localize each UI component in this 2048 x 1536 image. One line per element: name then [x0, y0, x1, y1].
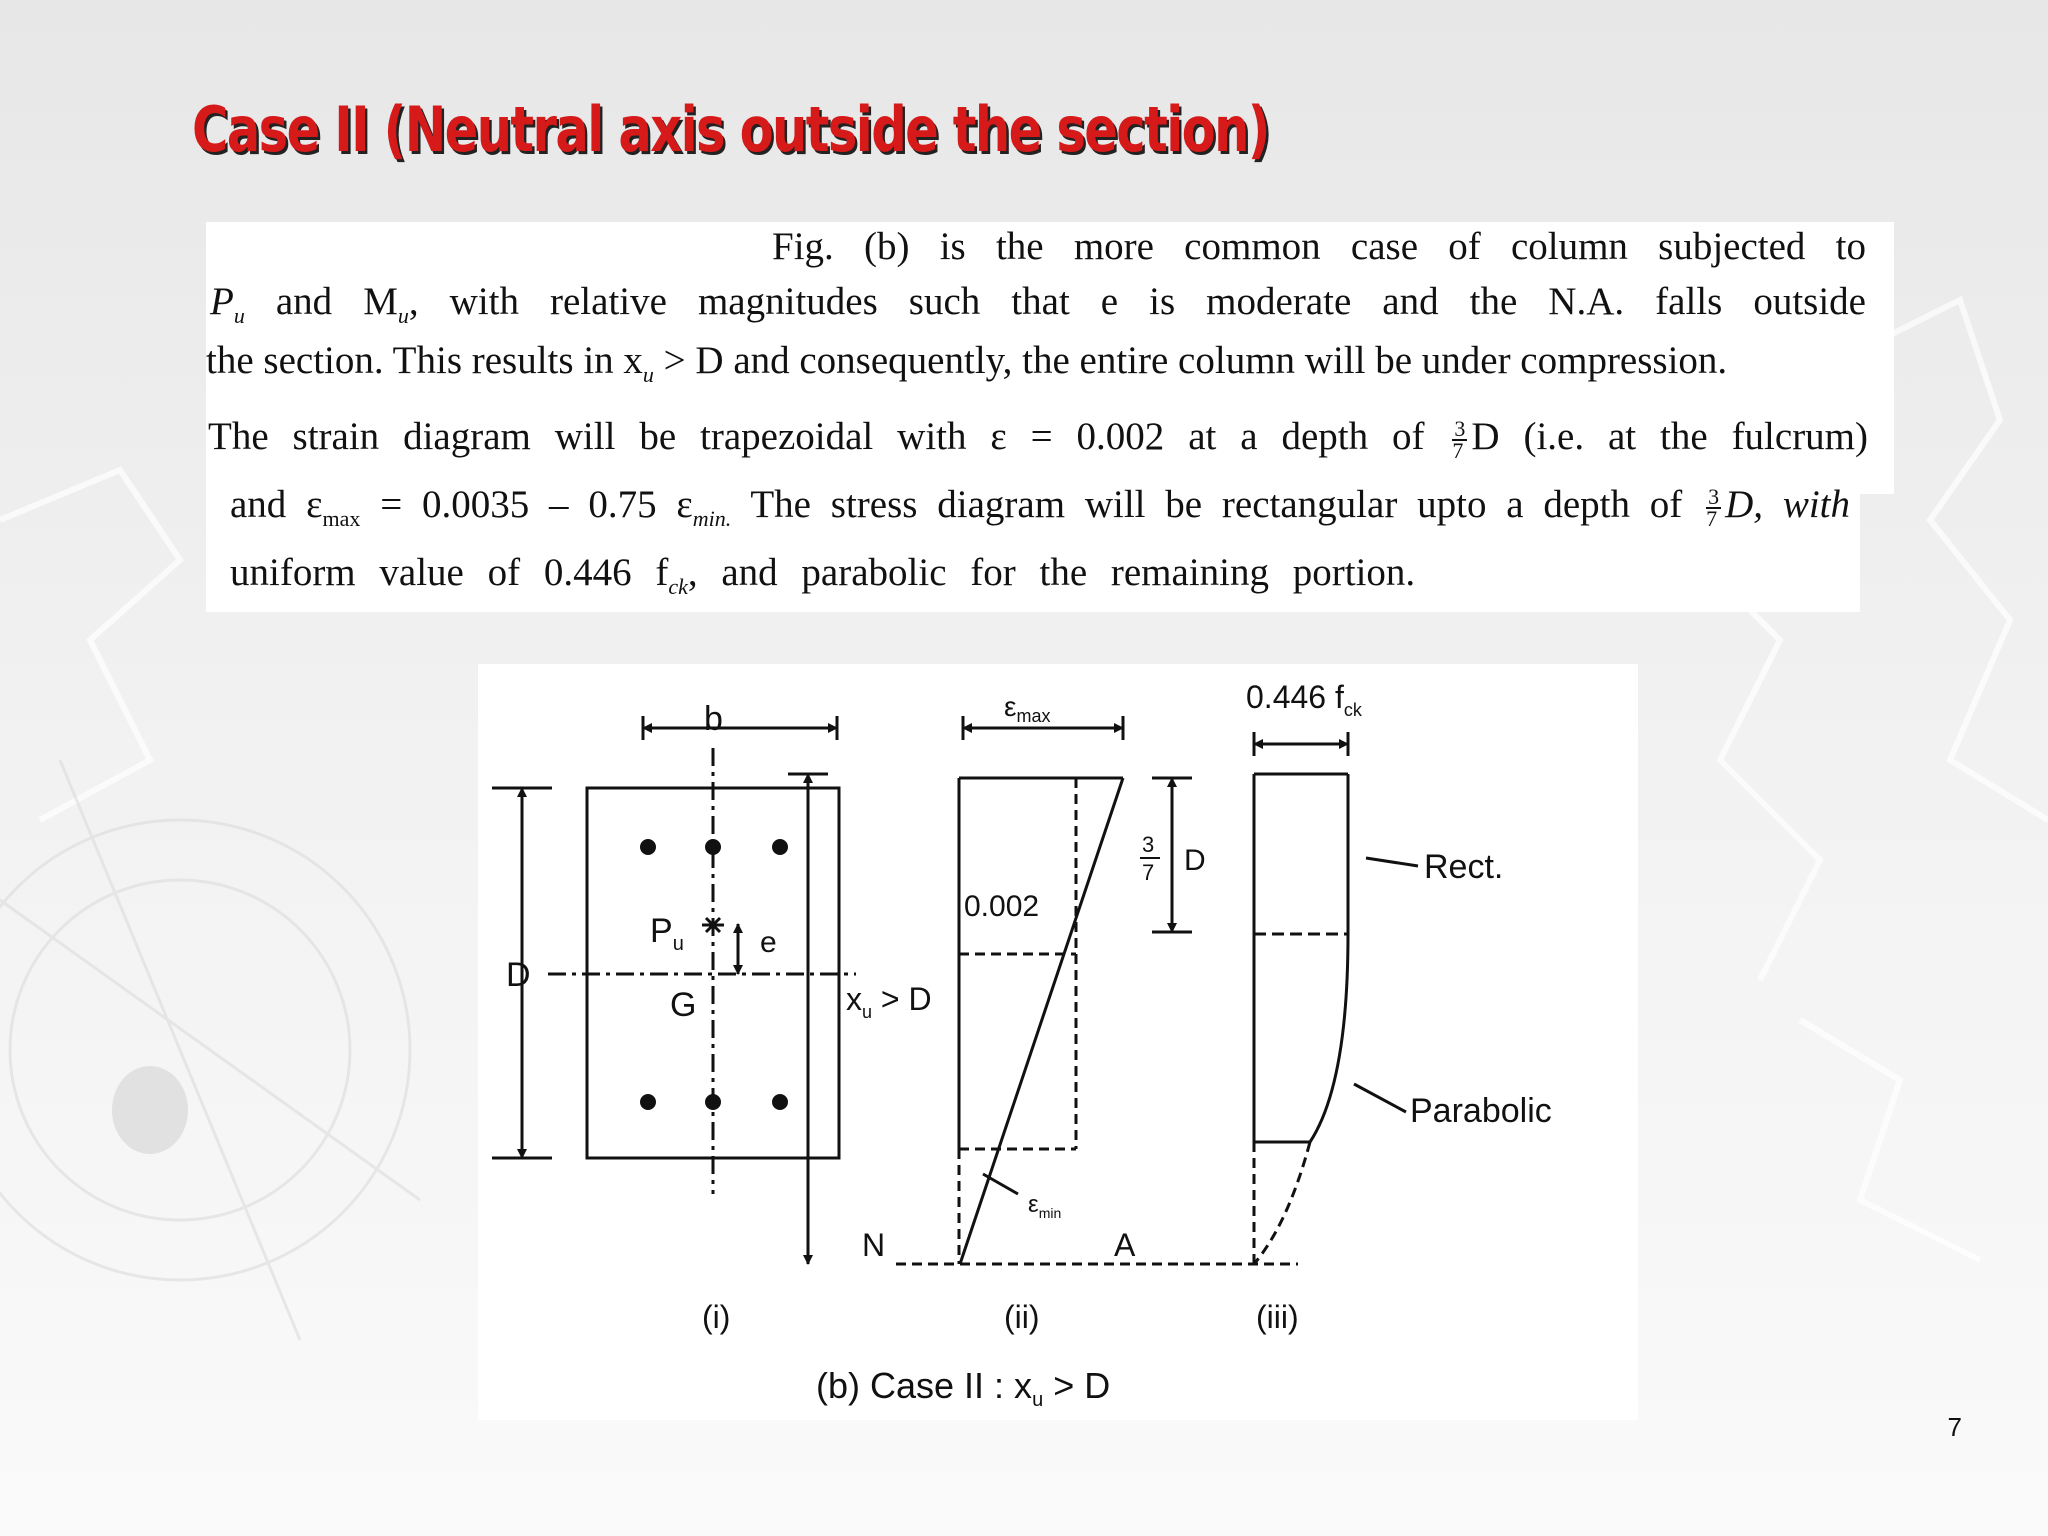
parabolic-leader: [1353, 1082, 1407, 1114]
label-rect: Rect.: [1424, 848, 1503, 886]
label-panel-ii: (ii): [1004, 1299, 1040, 1335]
label-parabolic: Parabolic: [1410, 1092, 1552, 1130]
rebar: [640, 1094, 656, 1110]
stress-diagram: [1252, 732, 1419, 1265]
para-line-4: The strain diagram will be trapezoidal w…: [208, 415, 1869, 464]
para-line-3: the section. This results in xu > D and …: [206, 339, 1728, 387]
figure-diagram: b D Pu e G xu > D εmax 0.002 3 7 D εmin …: [492, 679, 1552, 1411]
label-0002: 0.002: [964, 890, 1039, 923]
label-xu-greater-D: xu > D: [846, 981, 932, 1022]
rect-leader: [1365, 856, 1419, 868]
case-ii-figure: b D Pu e G xu > D εmax 0.002 3 7 D εmin …: [478, 664, 1638, 1420]
emin-leader: [982, 1172, 1019, 1196]
slide-title: Case II (Neutral axis outside the sectio…: [192, 93, 1270, 166]
label-panel-iii: (iii): [1256, 1299, 1299, 1335]
para-line-1: Fig. (b) is the more common case of colu…: [772, 225, 1866, 268]
parabolic-extension: [1252, 1141, 1312, 1265]
label-0446-fck: 0.446 fck: [1246, 679, 1363, 720]
text-box-lower: and εmax = 0.0035 – 0.75 εmin. The stres…: [206, 483, 1860, 612]
label-emin: εmin: [1028, 1191, 1061, 1221]
rebar: [705, 839, 721, 855]
figure-labels: b D Pu e G xu > D εmax 0.002 3 7 D εmin …: [506, 679, 1552, 1411]
label-N: N: [862, 1227, 885, 1263]
para-line-6: uniform value of 0.446 fck, and paraboli…: [230, 551, 1416, 599]
reinforcement-bars: [640, 839, 788, 1110]
label-frac-D: D: [1184, 844, 1206, 877]
label-G: G: [670, 986, 696, 1024]
label-frac-den: 7: [1142, 860, 1154, 885]
label-D: D: [506, 956, 531, 994]
text-box-upper: Fig. (b) is the more common case of colu…: [206, 222, 1894, 494]
parabolic-curve: [1308, 933, 1350, 1143]
strain-profile-line: [958, 777, 1125, 1265]
rebar: [772, 1094, 788, 1110]
label-A: A: [1114, 1227, 1136, 1263]
rebar: [640, 839, 656, 855]
label-frac-num: 3: [1142, 832, 1154, 857]
slide-page-number: 7: [1947, 1412, 1962, 1442]
label-b: b: [704, 700, 723, 738]
strain-diagram: [788, 716, 1298, 1266]
label-Pu: Pu: [650, 912, 684, 955]
figure-caption: (b) Case II : xu > D: [816, 1365, 1110, 1411]
label-emax: εmax: [1004, 691, 1051, 726]
para-line-5: and εmax = 0.0035 – 0.75 εmin. The stres…: [230, 483, 1851, 532]
rebar: [772, 839, 788, 855]
para-line-2: Pu and Mu, with relative magnitudes such…: [210, 280, 1866, 328]
label-panel-i: (i): [702, 1299, 730, 1335]
column-cross-section: [492, 716, 856, 1194]
rebar: [705, 1094, 721, 1110]
label-e: e: [760, 926, 777, 959]
